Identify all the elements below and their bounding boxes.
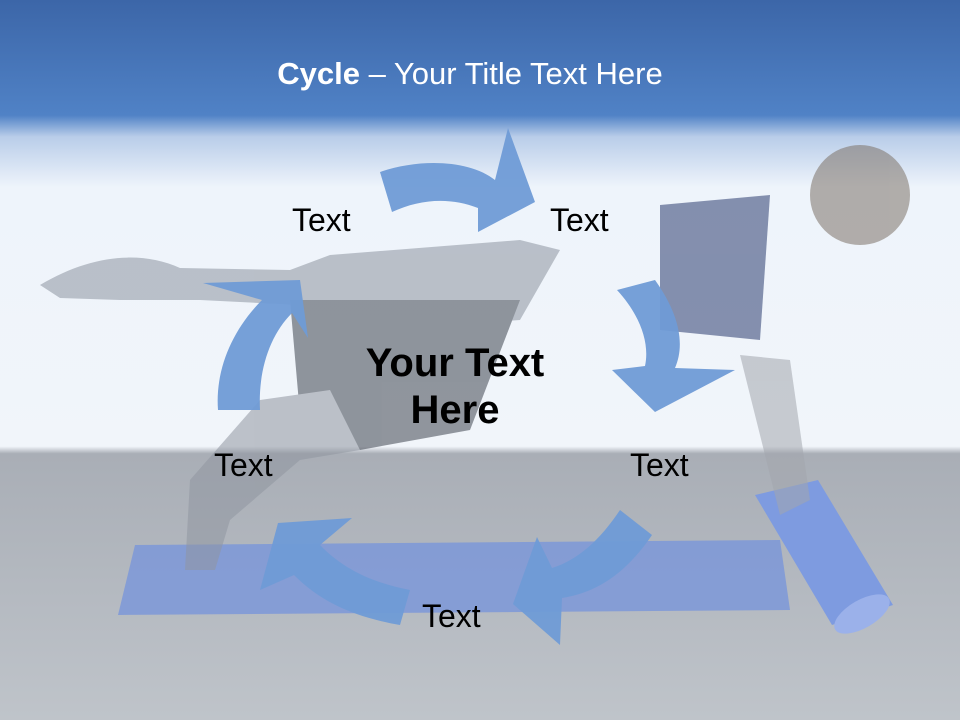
foam-roller [755, 480, 893, 634]
cycle-label-2: Text [550, 202, 609, 238]
title-rest: – Your Title Text Here [360, 56, 663, 91]
cycle-label-1: Text [292, 202, 351, 238]
person-silhouette [40, 145, 910, 570]
center-text-line2: Here [410, 388, 500, 433]
cycle-arrow-top [380, 128, 535, 232]
cycle-label-3: Text [630, 447, 689, 483]
cycle-arrow-bottom-left [260, 518, 410, 625]
title-bold: Cycle [277, 56, 360, 91]
slide-title: Cycle – Your Title Text Here [0, 56, 940, 92]
cycle-arrow-right [612, 280, 735, 412]
cycle-arrow-left [203, 280, 308, 410]
cycle-label-5: Text [214, 447, 273, 483]
cycle-arrow-bottom-right [513, 510, 652, 645]
center-text: Your Text Here [330, 340, 580, 434]
cycle-label-4: Text [422, 598, 481, 634]
center-text-line1: Your Text [365, 341, 545, 385]
